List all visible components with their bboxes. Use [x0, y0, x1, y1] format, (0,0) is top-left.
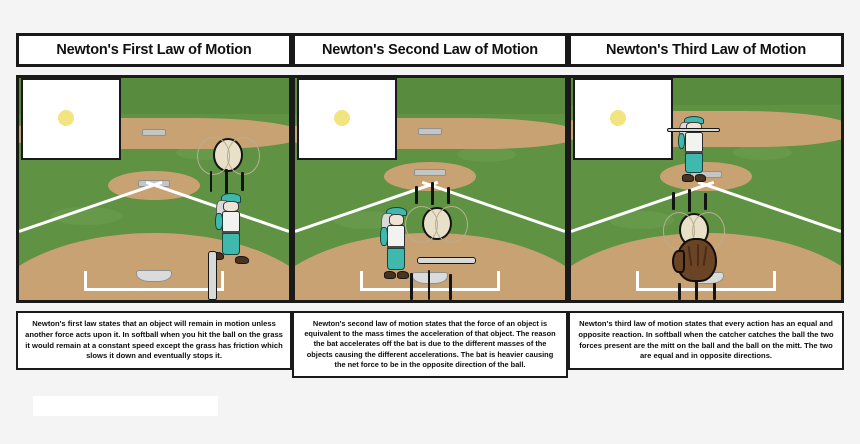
baseball-field: [295, 78, 565, 300]
panel-third-law[interactable]: Newton's Third Law of Motion: [568, 33, 844, 444]
runner-player: [211, 193, 250, 265]
panel-title-box: Newton's Third Law of Motion: [568, 33, 844, 67]
caption-text: Newton's third law of motion states that…: [578, 319, 834, 361]
batters-box: [635, 271, 777, 292]
player-head: [223, 200, 239, 212]
panel-first-law[interactable]: Newton's First Law of Motion: [16, 33, 292, 444]
player-head: [388, 214, 404, 226]
caption-box: Newton's third law of motion states that…: [568, 311, 844, 371]
panel-title-box: Newton's Second Law of Motion: [292, 33, 568, 67]
catchers-mitt: [672, 237, 717, 283]
sky-box: [297, 78, 397, 161]
mitt-web-line: [696, 243, 699, 267]
panel-title: Newton's First Law of Motion: [56, 42, 252, 58]
player-shoe-left: [384, 271, 397, 280]
softball: [405, 205, 468, 244]
motion-lines: [208, 169, 246, 198]
player-torso: [684, 132, 703, 153]
grass-patch: [332, 211, 398, 229]
baseball-field: [571, 78, 841, 300]
grass-patch: [733, 144, 793, 161]
batters-box: [83, 271, 225, 292]
player-legs: [387, 247, 406, 270]
player-belt: [387, 245, 406, 250]
softball: [197, 136, 260, 175]
caption-text: Newton's second law of motion states tha…: [304, 319, 556, 369]
pitcher-bat: [667, 128, 720, 132]
second-base: [141, 129, 167, 136]
player-legs: [221, 233, 241, 255]
scene-catcher-mitt-catching-ball: [568, 75, 844, 303]
mitt-web-line: [687, 245, 693, 266]
white-rectangle-artifact: [33, 396, 218, 416]
motion-lines: [671, 189, 709, 216]
caption-box: Newton's second law of motion states tha…: [292, 311, 568, 379]
sky-box: [573, 78, 673, 161]
caption-text: Newton's first law states that an object…: [25, 319, 283, 361]
player-torso: [387, 225, 406, 248]
player-torso: [221, 211, 241, 233]
panel-second-law[interactable]: Newton's Second Law of Motion: [292, 33, 568, 444]
panel-title-box: Newton's First Law of Motion: [16, 33, 292, 67]
player-arm: [380, 226, 388, 246]
horizontal-bat: [416, 256, 476, 265]
second-base: [417, 127, 443, 135]
panel-title: Newton's Second Law of Motion: [322, 42, 538, 58]
baseball-field: [19, 78, 289, 300]
player-shoe-right: [396, 271, 409, 280]
sky-box: [21, 78, 121, 161]
motion-lines: [414, 182, 452, 209]
sun-icon: [333, 109, 350, 126]
upright-bat: [208, 251, 218, 300]
player-belt: [684, 151, 703, 155]
sun-icon: [57, 109, 74, 126]
mitt-web-line: [702, 245, 708, 266]
player-shoe-right: [694, 174, 707, 182]
grass-patch: [608, 211, 674, 229]
pitcher-player: [667, 115, 720, 183]
mitt-thumb: [672, 250, 685, 273]
caption-box: Newton's first law states that an object…: [16, 311, 292, 371]
motion-lines-mitt: [676, 280, 719, 300]
sun-icon: [609, 109, 626, 126]
panel-title: Newton's Third Law of Motion: [605, 42, 807, 58]
pitching-rubber: [413, 169, 447, 177]
scene-ball-rolling-past-runner: [16, 75, 292, 303]
player-arm: [215, 213, 224, 231]
motion-lines-bat: [408, 269, 457, 300]
home-plate: [136, 270, 172, 283]
scene-batter-hitting-ball: [292, 75, 568, 303]
grass-patch: [51, 206, 122, 225]
player-arm: [677, 133, 686, 150]
player-shoe-left: [681, 174, 694, 182]
player-legs: [684, 153, 703, 173]
player-shoe-right: [235, 255, 250, 265]
player-belt: [221, 231, 241, 235]
batter-player: [379, 206, 414, 280]
grass-patch: [457, 146, 517, 163]
